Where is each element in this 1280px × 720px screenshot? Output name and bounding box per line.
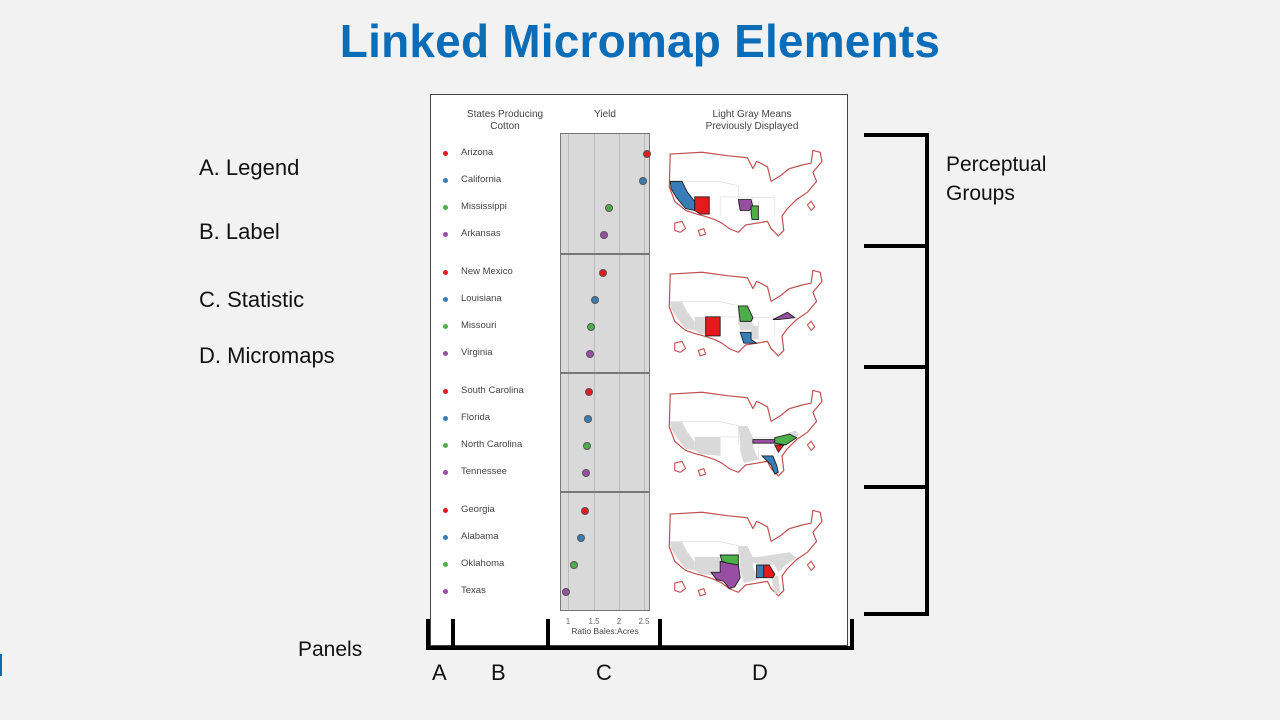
yield-dot [638,177,647,185]
legend-dot-blue [443,534,448,540]
legend-dot-red [443,507,448,513]
yield-dot [585,350,594,358]
perceptual-groups-line1: Perceptual [946,153,1047,176]
panel-divider [426,619,430,650]
perceptual-groups-label: Perceptual Groups [946,150,1046,208]
group-bracket-tick [864,244,929,248]
element-label-micromaps: D. Micromaps [199,343,335,368]
state-label: Alabama [461,531,499,542]
state-label: Texas [461,585,486,596]
state-label: Georgia [461,504,495,515]
micromap-group-1 [668,149,823,237]
state-label: Tennessee [461,466,507,477]
panel-divider [451,619,455,650]
micromap-group-4 [668,509,823,597]
state-label: North Carolina [461,439,523,450]
header-maps-line1: Light Gray Means [712,109,792,120]
element-label-legend: A. Legend [199,155,300,180]
legend-dot-purple [443,350,448,356]
group-bracket-tick [864,365,929,369]
element-label-label: B. Label [199,219,280,244]
legend-dot-green [443,323,448,329]
header-yield: Yield [594,109,616,120]
yield-dot [591,296,599,304]
legend-dot-red [443,269,448,275]
state-label: Arkansas [461,228,501,239]
group-separator [561,372,649,374]
yield-dot [580,507,589,515]
yield-dot [584,388,593,396]
micromap-group-2 [668,269,823,357]
group-bracket-tick [864,133,929,137]
slide-edge-mark [0,654,2,676]
yield-dot [643,150,652,158]
state-label: Oklahoma [461,558,505,569]
header-states: States Producing Cotton [451,109,559,133]
micromap-figure: States Producing Cotton Yield Light Gray… [430,94,848,646]
header-maps-line2: Previously Displayed [705,121,799,132]
panel-divider [546,619,550,650]
header-maps: Light Gray Means Previously Displayed [663,109,841,133]
state-label: Missouri [461,320,497,331]
yield-dot [583,415,592,423]
legend-dot-green [443,442,448,448]
panel-divider [658,619,662,650]
legend-dot-blue [443,415,448,421]
axis-label: Ratio Bales:Acres [571,626,639,636]
yield-dot [570,561,579,569]
perceptual-groups-line2: Groups [946,182,1015,205]
legend-dot-blue [443,177,448,183]
perceptual-groups-bracket-spine [925,133,929,616]
header-states-line1: States Producing [466,109,544,120]
axis-tick: 2 [616,617,622,626]
element-label-statistic: C. Statistic [199,287,305,312]
yield-dot [604,204,613,212]
axis-tick: 2.5 [638,617,650,626]
state-label: Arizona [461,147,494,158]
group-separator [561,253,649,255]
panel-letter-c: C [596,660,612,685]
yield-dot [581,469,590,477]
legend-dot-purple [443,588,448,594]
group-bracket-tick [864,485,929,489]
panel-letter-d: D [752,660,768,685]
state-label: Louisiana [461,293,502,304]
panel-letter-b: B [491,660,506,685]
legend-dot-green [443,561,448,567]
state-label: California [461,174,502,185]
state-label: New Mexico [461,266,513,277]
yield-dot [561,588,570,596]
panels-bracket-base [426,646,854,650]
panel-divider [850,619,854,650]
legend-dot-blue [443,296,448,302]
statistic-panel [560,133,652,611]
yield-dot [577,534,586,542]
yield-dot [600,231,609,239]
header-states-line2: Cotton [490,121,520,132]
yield-dot [599,269,608,277]
legend-dot-red [443,150,448,156]
state-label: South Carolina [461,385,524,396]
state-label: Mississippi [461,201,507,212]
yield-dot [582,442,591,450]
legend-dot-purple [443,469,448,475]
axis-tick: 1.5 [588,617,600,626]
panel-letter-a: A [432,660,447,685]
micromap-group-3 [668,389,823,477]
legend-dot-purple [443,231,448,237]
state-label: Virginia [461,347,493,358]
legend-dot-green [443,204,448,210]
slide-title: Linked Micromap Elements [339,15,941,67]
legend-dot-red [443,388,448,394]
group-separator [561,491,649,493]
group-bracket-tick [864,612,929,616]
yield-dot [586,323,595,331]
panels-label: Panels [298,638,363,661]
axis-tick: 1 [565,617,571,626]
state-label: Florida [461,412,491,423]
